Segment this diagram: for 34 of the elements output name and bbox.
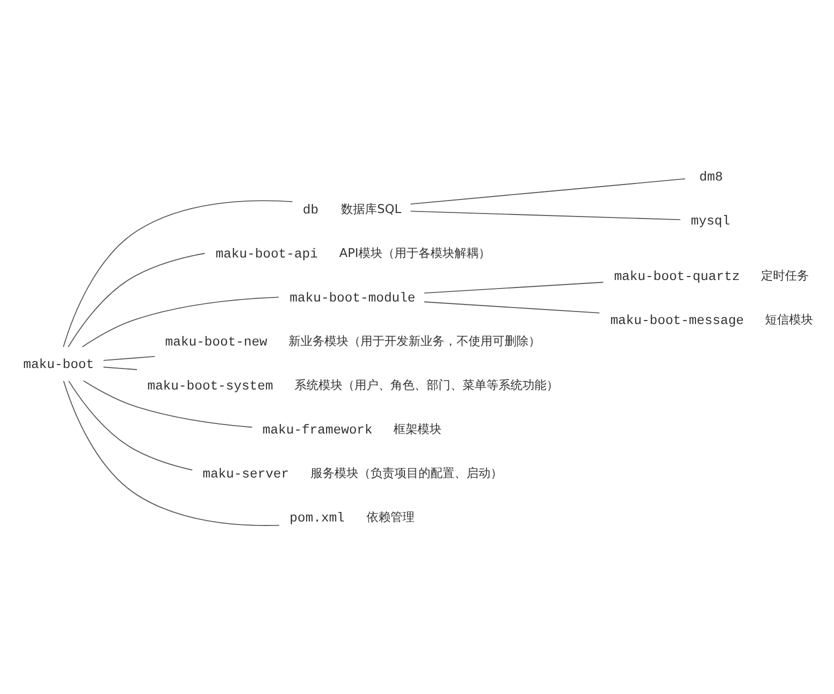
node-text: maku-boot-new <box>165 334 268 350</box>
node-label: 新业务模块（用于开发新业务，不使用可删除） <box>288 334 541 348</box>
node-text: maku-boot-api <box>216 246 318 262</box>
node-label: 数据库SQL <box>341 202 402 216</box>
node-text: maku-boot-system <box>147 378 274 394</box>
node-text: maku-boot <box>23 356 94 372</box>
node-label: 短信模块 <box>764 312 813 326</box>
node-text: maku-server <box>202 466 290 482</box>
node-text: maku-boot-module <box>290 290 416 306</box>
node-text: dm8 <box>699 170 723 185</box>
connector <box>103 356 156 361</box>
connector <box>82 296 280 348</box>
node-text: maku-framework <box>262 422 373 438</box>
connector <box>82 380 253 428</box>
connector <box>103 366 138 370</box>
node-text: db <box>302 202 318 218</box>
connector <box>410 178 686 204</box>
node-label: 系统模块（用户、角色、部门、菜单等系统功能） <box>294 378 558 392</box>
node-label: 定时任务 <box>761 268 810 282</box>
node-text: mysql <box>690 214 730 229</box>
connector <box>68 380 193 470</box>
node-text: maku-boot-quartz <box>614 268 740 284</box>
node-text: pom.xml <box>290 510 345 526</box>
node-label: 依赖管理 <box>366 510 414 524</box>
connector <box>63 380 280 526</box>
node-label: 服务模块（负责项目的配置、启动） <box>310 466 502 480</box>
connector <box>62 200 293 348</box>
node-text: maku-boot-message <box>610 312 744 328</box>
node-label: 框架模块 <box>394 422 442 436</box>
node-label: API模块（用于各模块解耦） <box>339 246 491 260</box>
connector <box>424 282 604 294</box>
connector <box>424 301 600 314</box>
connector <box>68 252 206 348</box>
connector <box>410 210 681 220</box>
